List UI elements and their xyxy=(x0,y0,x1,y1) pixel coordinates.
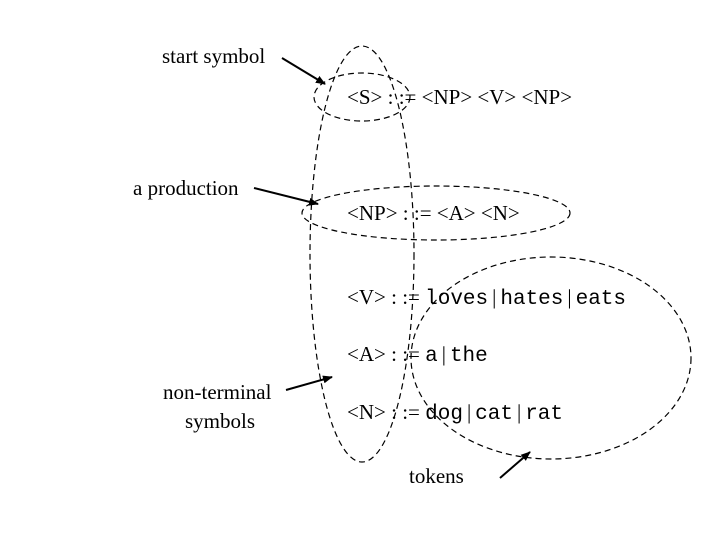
token-rat: rat xyxy=(525,403,563,426)
production-s-lhs: <S> xyxy=(347,85,383,109)
non-terminal-label-line1: non-terminal xyxy=(163,380,272,404)
production-np-operator: : := xyxy=(402,201,432,225)
production-np-rhs: <A> <N> xyxy=(436,201,520,225)
production-s: <S> : := <NP> <V> <NP> xyxy=(347,87,572,108)
production-n-lhs: <N> xyxy=(347,400,386,424)
alt-separator: | xyxy=(492,285,497,309)
non-terminal-ellipse xyxy=(309,45,415,463)
alt-separator: | xyxy=(441,342,446,366)
production-a-operator: : := xyxy=(391,342,420,366)
production-a: <A> : := a|the xyxy=(347,342,488,368)
production-n: <N> : := dog|cat|rat xyxy=(347,400,563,426)
alt-separator: | xyxy=(466,400,472,424)
production-np: <NP> : := <A> <N> xyxy=(347,203,520,224)
production-a-lhs: <A> xyxy=(347,342,386,366)
production-s-rhs: <NP> <V> <NP> xyxy=(421,85,573,109)
alt-separator: | xyxy=(567,285,572,309)
production-n-operator: : := xyxy=(391,400,420,424)
tokens-label: tokens xyxy=(409,464,464,488)
tokens-arrow xyxy=(499,451,531,479)
token-cat: cat xyxy=(475,403,513,426)
production-np-lhs: <NP> xyxy=(347,201,398,225)
production-arrow xyxy=(253,187,319,206)
production-v-operator: : := xyxy=(391,285,420,309)
start-symbol-label: start symbol xyxy=(162,44,266,68)
non-terminal-arrow xyxy=(285,375,333,391)
token-loves: loves xyxy=(425,288,489,311)
alt-separator: | xyxy=(516,400,522,424)
start-symbol-ellipse xyxy=(313,72,411,122)
non-terminal-label-line2: symbols xyxy=(185,409,256,433)
token-the: the xyxy=(449,345,488,368)
token-hates: hates xyxy=(500,288,564,311)
production-v-lhs: <V> xyxy=(347,285,386,309)
token-dog: dog xyxy=(425,403,463,426)
production-label: a production xyxy=(133,176,239,200)
tokens-ellipse xyxy=(410,256,692,460)
start-symbol-arrow xyxy=(281,57,326,85)
token-a: a xyxy=(425,345,438,368)
production-v: <V> : := loves|hates|eats xyxy=(347,285,627,311)
token-eats: eats xyxy=(575,288,627,311)
production-ellipse xyxy=(301,185,571,241)
